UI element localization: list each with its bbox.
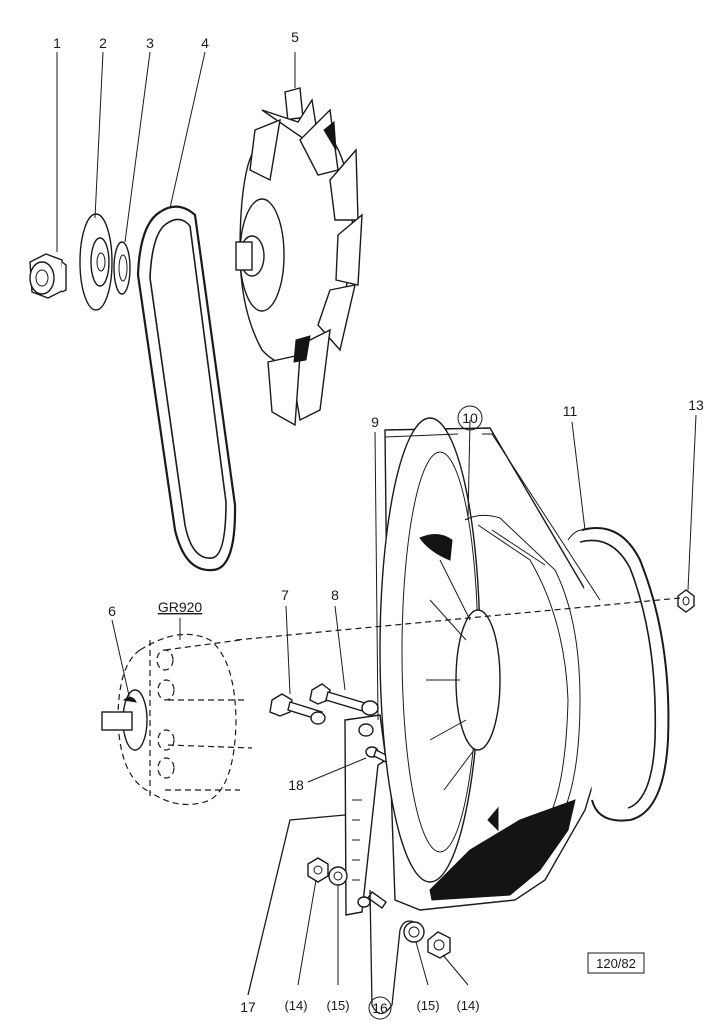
label-part-14-left: (14) (284, 998, 307, 1013)
label-part-18: 18 (288, 777, 304, 793)
label-part-6: 6 (108, 603, 116, 619)
leader-lines (56, 51, 697, 1015)
label-part-16-circle (368, 996, 392, 1020)
assembly-axis-line (235, 597, 681, 641)
label-part-10: 10 (462, 410, 478, 426)
group-label-gr920: GR920 (158, 599, 203, 615)
part-10-fan-housing (379, 417, 601, 911)
label-part-11: 11 (563, 403, 578, 419)
label-part-9: 9 (371, 414, 379, 430)
label-part-15-left: (15) (326, 998, 349, 1013)
label-part-7: 7 (281, 587, 289, 603)
reference-code: 120/82 (596, 956, 636, 971)
label-part-3: 3 (146, 35, 154, 51)
part-3-small-washer (113, 241, 131, 295)
part-13-small-nut (677, 589, 695, 613)
part-14-nut-right (427, 931, 451, 959)
label-part-15-right: (15) (416, 998, 439, 1013)
label-part-1: 1 (53, 35, 61, 51)
part-7-bolt (269, 693, 326, 725)
part-15-washer-right (403, 921, 425, 943)
part-5-fan-impeller (235, 87, 363, 427)
part-4-belt-ring (136, 205, 237, 572)
label-part-5: 5 (291, 29, 299, 45)
label-part-14-right: (14) (456, 998, 479, 1013)
label-part-2: 2 (99, 35, 107, 51)
label-part-16: 16 (372, 1000, 388, 1016)
part-8-bolt (309, 683, 379, 716)
label-part-10-circle (457, 405, 483, 431)
reference-code-box (587, 952, 645, 974)
label-part-13: 13 (688, 397, 704, 413)
label-part-8: 8 (331, 587, 339, 603)
part-6-hub-reference (101, 633, 253, 806)
part-1-nut (29, 253, 67, 299)
part-15-washer-left (328, 866, 348, 886)
label-part-4: 4 (201, 35, 209, 51)
part-10-bracket-line (384, 433, 601, 601)
part-17-bracket (344, 714, 389, 916)
part-2-washer (79, 213, 113, 311)
label-part-17: 17 (240, 999, 256, 1015)
part-14-nut-left (307, 857, 329, 883)
